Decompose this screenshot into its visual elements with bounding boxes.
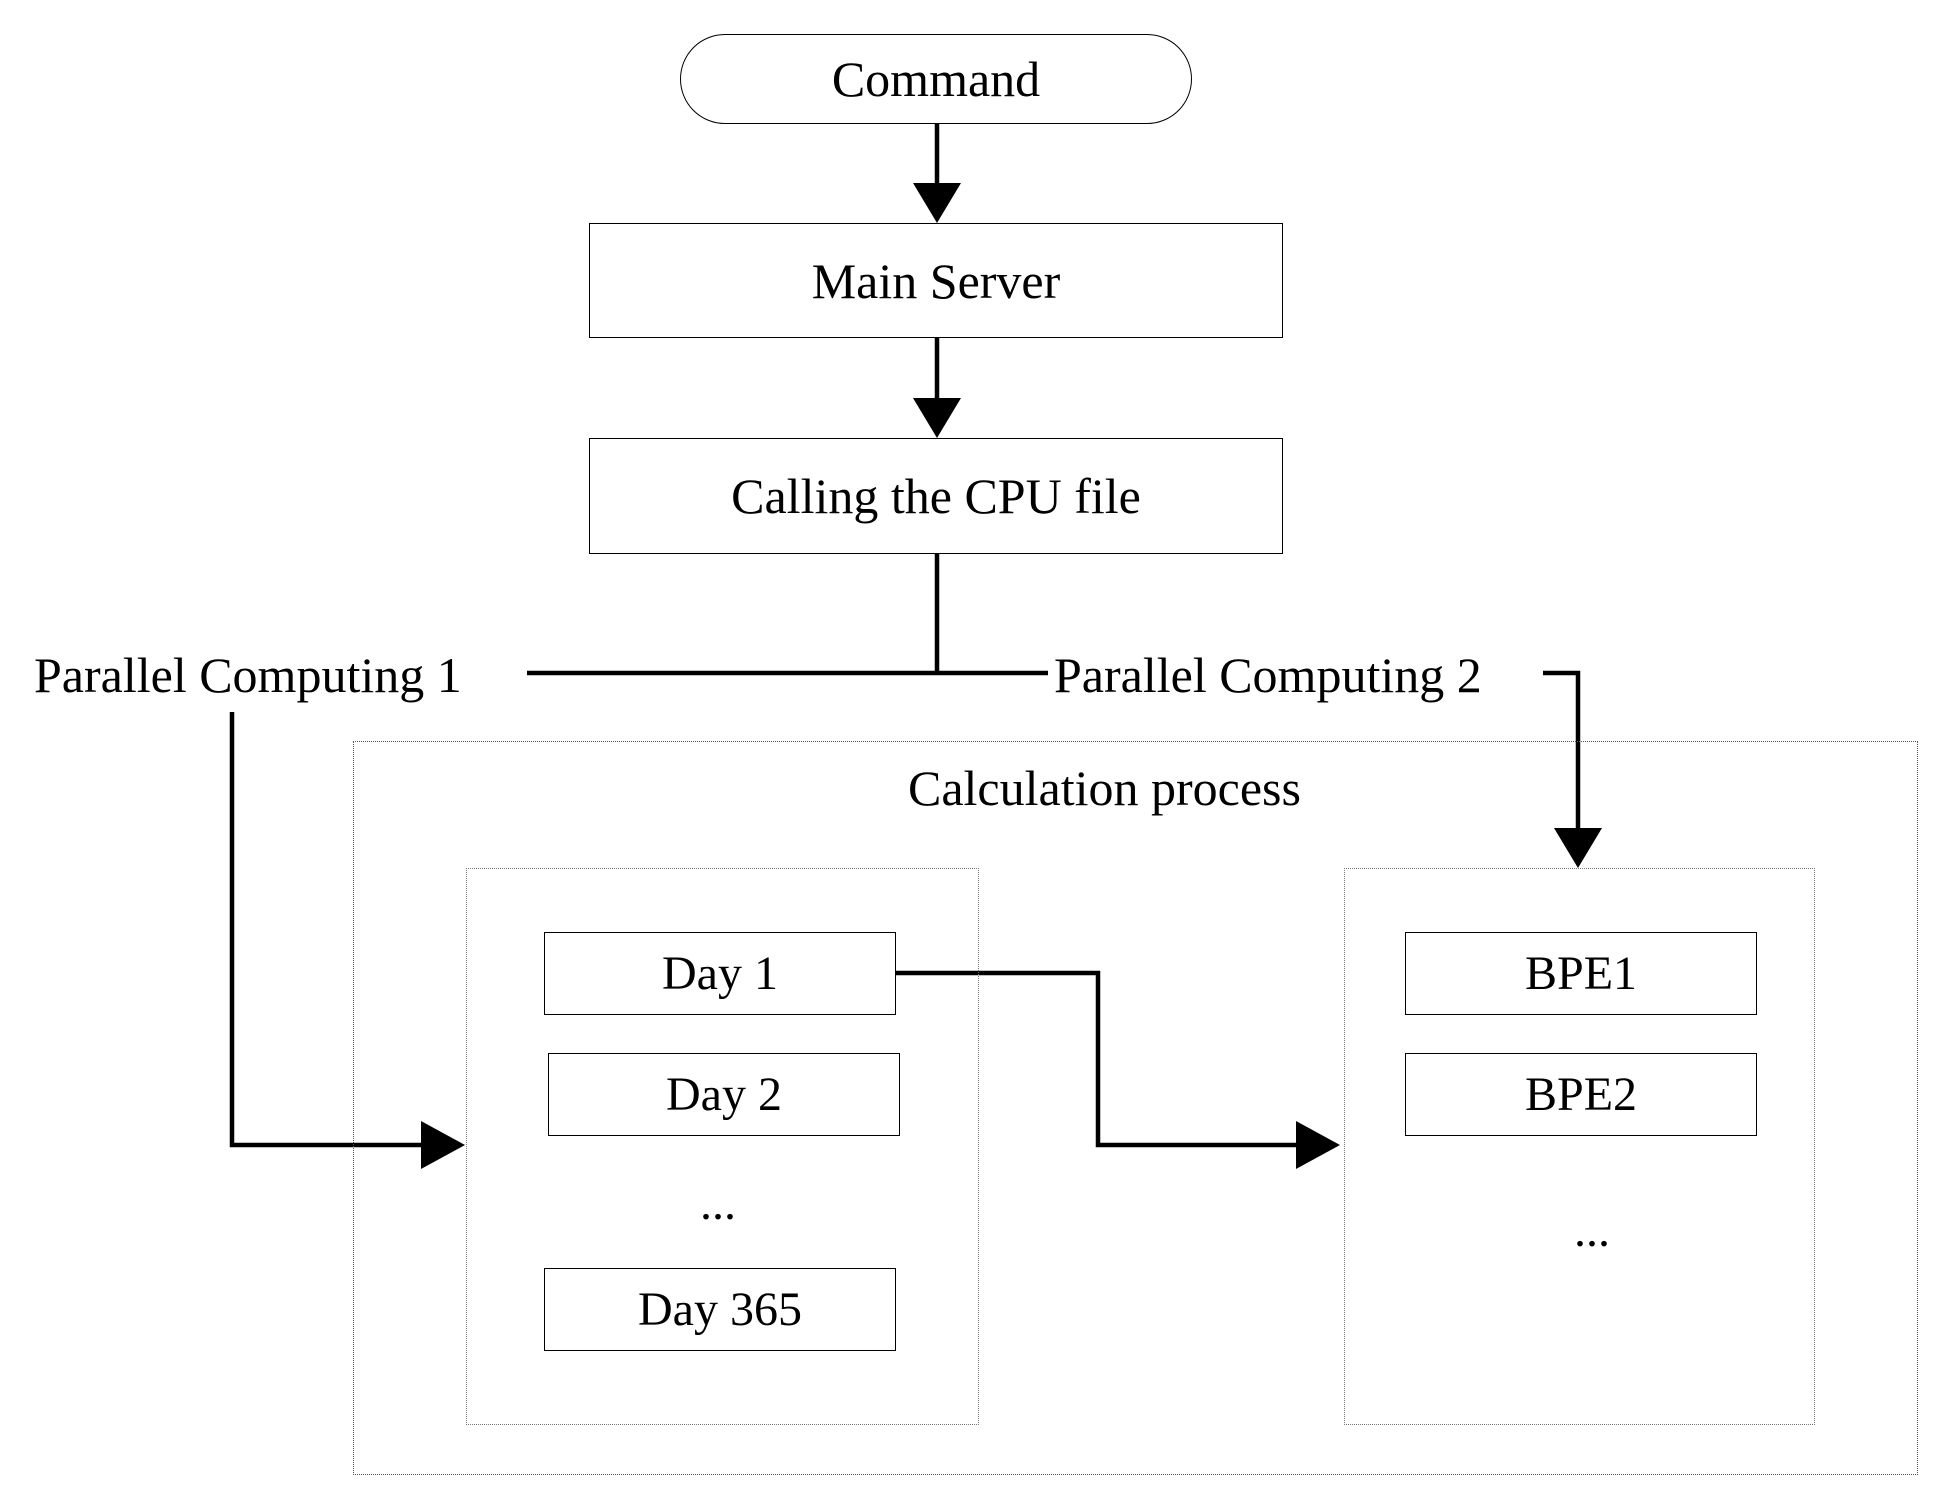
bpe-group [1344, 868, 1815, 1425]
main-server-box: Main Server [589, 223, 1283, 338]
arrowhead-right-days-group [421, 1121, 465, 1169]
connector-parallel1-to-days [229, 712, 425, 1148]
calculation-process-title: Calculation process [908, 760, 1301, 816]
parallel-computing-2-label: Parallel Computing 2 [1050, 650, 1486, 700]
arrowhead-down-calling [913, 398, 961, 438]
command-node: Command [680, 34, 1192, 124]
day-365-box: Day 365 [544, 1268, 896, 1351]
day-2-box: Day 2 [548, 1053, 900, 1136]
bpe-1-box: BPE1 [1405, 932, 1757, 1015]
days-group [466, 868, 979, 1425]
connector-day1-to-bpe [895, 970, 1300, 1148]
arrowhead-down-server [913, 183, 961, 223]
day-1-box: Day 1 [544, 932, 896, 1015]
parallel-computing-1-label: Parallel Computing 1 [34, 650, 468, 700]
bpe-ellipsis: ... [1574, 1204, 1610, 1257]
connector-parallel2-to-bpe [1543, 670, 1581, 832]
calling-cpu-file-box: Calling the CPU file [589, 438, 1283, 554]
arrowhead-down-bpe-group [1554, 828, 1602, 868]
calculation-process-container [353, 741, 1918, 1475]
bpe-2-box: BPE2 [1405, 1053, 1757, 1136]
arrowhead-right-bpe-group [1296, 1121, 1340, 1169]
days-ellipsis: ... [700, 1177, 736, 1230]
